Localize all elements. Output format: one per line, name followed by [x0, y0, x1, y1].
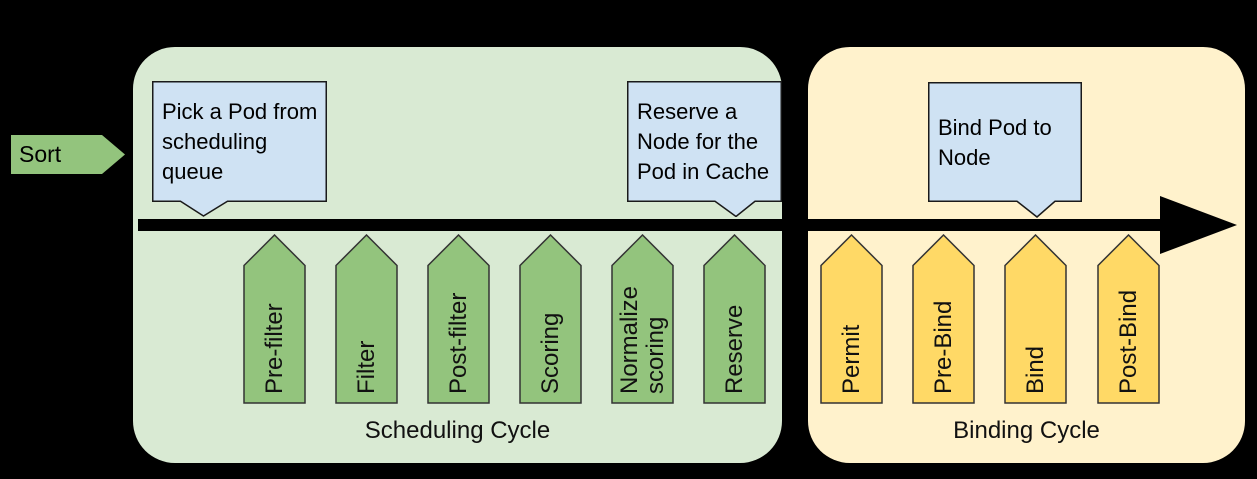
callout-reserve-node: Reserve a Node for the Pod in Cache	[627, 81, 782, 217]
scheduling-cycle-label: Scheduling Cycle	[364, 417, 551, 444]
binding-cycle-label: Binding Cycle	[953, 417, 1100, 444]
sort-label: Sort	[19, 141, 62, 167]
extension-point-post-bind: Post-Bind	[1097, 234, 1160, 404]
right-arrow-icon	[138, 196, 1237, 254]
extension-point-label: Normalize scoring	[615, 285, 669, 394]
chevron-up-icon	[912, 234, 975, 404]
chevron-up-icon	[1097, 234, 1160, 404]
extension-point-pre-filter: Pre-filter	[243, 234, 306, 404]
chevron-up-icon	[243, 234, 306, 404]
extension-point-label: Filter	[352, 340, 380, 394]
callout-text: Bind Pod to Node	[938, 114, 1052, 170]
sort-arrow-icon	[11, 135, 125, 174]
sort-arrow: Sort	[11, 135, 125, 174]
extension-point-normalize-scoring: Normalize scoring	[611, 234, 674, 404]
extension-point-label: Reserve	[720, 304, 748, 394]
extension-point-label: Permit	[837, 324, 865, 394]
extension-point-filter: Filter	[335, 234, 398, 404]
chevron-up-icon	[519, 234, 582, 404]
extension-point-scoring: Scoring	[519, 234, 582, 404]
speech-bubble-icon	[928, 82, 1082, 218]
speech-bubble-icon	[627, 81, 782, 217]
chevron-up-icon	[1004, 234, 1067, 404]
chevron-up-icon	[820, 234, 883, 404]
extension-point-permit: Permit	[820, 234, 883, 404]
chevron-up-icon	[427, 234, 490, 404]
chevron-up-icon	[703, 234, 766, 404]
extension-point-label: Bind	[1021, 345, 1049, 394]
extension-point-pre-bind: Pre-Bind	[912, 234, 975, 404]
callout-pick-pod: Pick a Pod from scheduling queue	[152, 81, 327, 217]
extension-point-label: Pre-filter	[260, 303, 288, 394]
chevron-up-icon	[335, 234, 398, 404]
speech-bubble-icon	[152, 81, 327, 217]
extension-point-post-filter: Post-filter	[427, 234, 490, 404]
extension-point-label: Post-Bind	[1114, 289, 1142, 394]
callout-bind-pod: Bind Pod to Node	[928, 82, 1082, 218]
timeline-arrow	[138, 195, 1243, 255]
extension-point-label: Post-filter	[444, 292, 472, 394]
extension-point-bind: Bind	[1004, 234, 1067, 404]
callout-text: Reserve a Node for the Pod in Cache	[637, 98, 770, 184]
callout-text: Pick a Pod from scheduling queue	[162, 98, 318, 184]
chevron-up-icon	[611, 234, 674, 404]
extension-point-label: Pre-Bind	[929, 300, 957, 394]
extension-point-label: Scoring	[536, 312, 564, 394]
extension-point-reserve: Reserve	[703, 234, 766, 404]
